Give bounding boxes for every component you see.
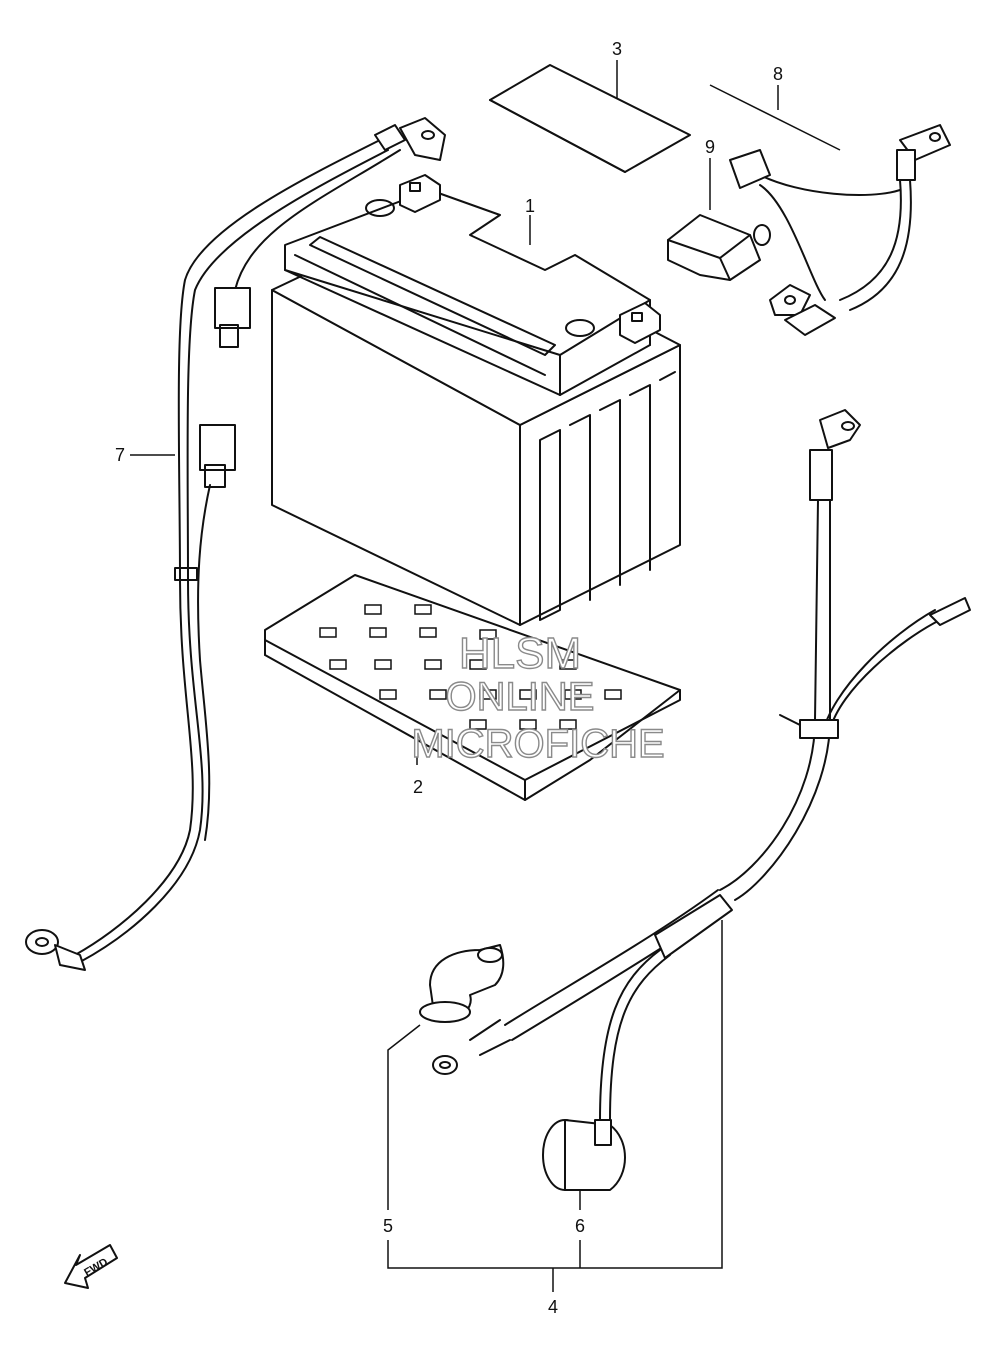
callout-labels: 1 2 3 4 5 6 7 8 9 <box>115 39 783 1317</box>
leader-lines <box>130 60 841 1292</box>
part-4-cable-assembly[interactable] <box>432 409 971 1121</box>
callout-5: 5 <box>383 1216 393 1236</box>
part-8-battery-lead[interactable] <box>729 124 951 336</box>
fwd-arrow-icon: FWD <box>64 1244 118 1289</box>
watermark-line-1: HLSM <box>459 629 581 678</box>
part-5-boot-cap[interactable] <box>419 944 505 1023</box>
callout-1: 1 <box>525 196 535 216</box>
callout-8: 8 <box>773 64 783 84</box>
part-3-pad[interactable] <box>489 64 691 173</box>
callout-6: 6 <box>575 1216 585 1236</box>
part-1-battery[interactable] <box>271 174 681 626</box>
callout-2: 2 <box>413 777 423 797</box>
watermark-line-3: MICROFICHE <box>411 722 664 766</box>
callout-4: 4 <box>548 1297 558 1317</box>
callout-7: 7 <box>115 445 125 465</box>
callout-9: 9 <box>705 137 715 157</box>
callout-3: 3 <box>612 39 622 59</box>
part-7-lead-wire[interactable] <box>25 117 446 971</box>
watermark-line-2: ONLINE <box>446 675 595 719</box>
part-6-cap[interactable] <box>542 1119 626 1191</box>
part-2-tray[interactable] <box>264 574 681 801</box>
watermark: HLSM ONLINE MICROFICHE <box>411 628 666 766</box>
part-9-terminal-cap[interactable] <box>667 214 771 281</box>
